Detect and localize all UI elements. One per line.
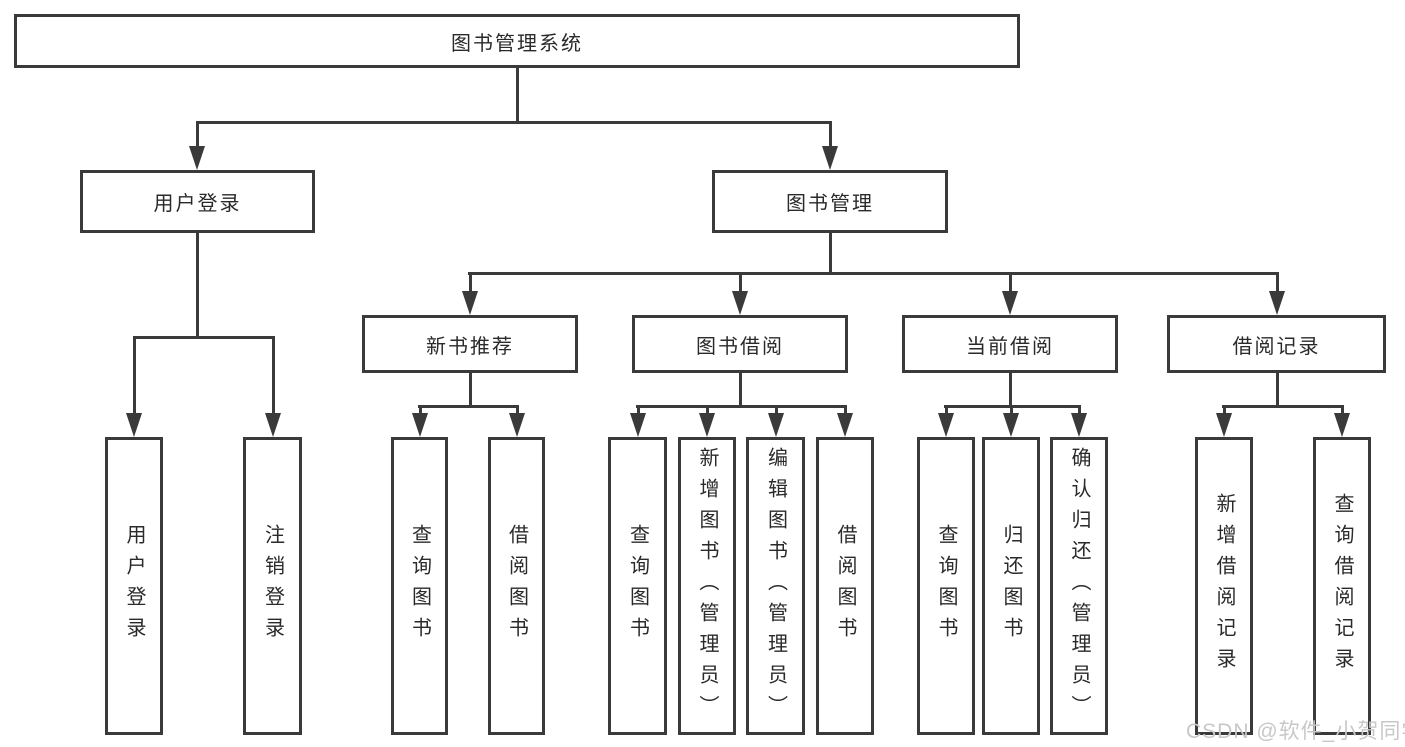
arrow-down-icon bbox=[768, 413, 784, 437]
leaf-query-borrow-record-label: 查询借阅记录 bbox=[1331, 493, 1353, 679]
node-book-borrow-label: 图书借阅 bbox=[696, 335, 784, 358]
connector-drop-leaf bbox=[843, 405, 847, 415]
node-book-borrow: 图书借阅 bbox=[632, 315, 848, 373]
leaf-return-books-label: 归还图书 bbox=[1000, 524, 1022, 648]
leaf-logout: 注销登录 bbox=[243, 437, 302, 735]
node-new-books-label: 新书推荐 bbox=[426, 335, 514, 358]
node-user-login: 用户登录 bbox=[80, 170, 315, 233]
arrow-down-icon bbox=[412, 413, 428, 437]
leaf-return-books: 归还图书 bbox=[982, 437, 1040, 735]
connector-root-stem bbox=[515, 68, 519, 121]
connector-drop-leaf bbox=[636, 405, 640, 415]
arrow-down-icon bbox=[630, 413, 646, 437]
leaf-query-books-1-label: 查询图书 bbox=[408, 524, 431, 648]
leaf-query-books-2: 查询图书 bbox=[608, 437, 667, 735]
arrow-down-icon bbox=[509, 413, 525, 437]
arrow-down-icon bbox=[1003, 413, 1019, 437]
leaf-query-borrow-record: 查询借阅记录 bbox=[1313, 437, 1371, 735]
node-root: 图书管理系统 bbox=[14, 14, 1020, 68]
arrow-down-icon bbox=[822, 146, 838, 170]
connector-current-borrow-stem bbox=[1008, 373, 1012, 405]
connector-root-branch bbox=[196, 121, 832, 124]
connector-drop-leaf bbox=[774, 405, 778, 415]
connector-book-borrow-branch bbox=[636, 405, 847, 408]
connector-drop-leaf bbox=[1222, 405, 1226, 415]
connector-login-branch bbox=[133, 336, 275, 339]
leaf-add-book-admin-label: 新增图书（管理员） bbox=[696, 446, 718, 726]
leaf-query-books-1: 查询图书 bbox=[391, 437, 448, 735]
connector-drop-leaf bbox=[1077, 405, 1081, 415]
arrow-down-icon bbox=[126, 413, 142, 437]
connector-drop-current-borrow bbox=[1008, 272, 1012, 293]
node-book-mgmt: 图书管理 bbox=[712, 170, 948, 233]
connector-drop-leaf bbox=[418, 405, 422, 415]
arrow-down-icon bbox=[837, 413, 853, 437]
arrow-down-icon bbox=[1071, 413, 1087, 437]
arrow-down-icon bbox=[938, 413, 954, 437]
connector-drop-book-borrow bbox=[738, 272, 742, 293]
leaf-query-books-3: 查询图书 bbox=[917, 437, 975, 735]
leaf-borrow-books-2: 借阅图书 bbox=[816, 437, 874, 735]
node-root-label: 图书管理系统 bbox=[451, 32, 583, 55]
node-user-login-label: 用户登录 bbox=[153, 193, 242, 215]
leaf-confirm-return-admin-label: 确认归还（管理员） bbox=[1068, 446, 1090, 726]
connector-drop-leaf bbox=[705, 405, 709, 415]
arrow-down-icon bbox=[1334, 413, 1350, 437]
node-new-books: 新书推荐 bbox=[362, 315, 578, 373]
leaf-query-books-2-label: 查询图书 bbox=[626, 524, 649, 648]
connector-new-books-branch bbox=[418, 405, 518, 408]
leaf-borrow-books-1-label: 借阅图书 bbox=[505, 524, 528, 648]
leaf-edit-book-admin-label: 编辑图书（管理员） bbox=[764, 446, 787, 726]
leaf-query-books-3-label: 查询图书 bbox=[935, 524, 957, 648]
connector-drop-leaf bbox=[1340, 405, 1344, 415]
leaf-user-login: 用户登录 bbox=[105, 437, 163, 735]
connector-book-borrow-stem bbox=[738, 373, 742, 405]
leaf-add-book-admin: 新增图书（管理员） bbox=[678, 437, 736, 735]
arrow-down-icon bbox=[1269, 291, 1285, 315]
connector-mgmt-stem bbox=[828, 233, 832, 272]
connector-mgmt-branch bbox=[468, 272, 1279, 275]
arrow-down-icon bbox=[699, 413, 715, 437]
leaf-borrow-books-2-label: 借阅图书 bbox=[834, 524, 856, 648]
arrow-down-icon bbox=[1002, 291, 1018, 315]
arrow-down-icon bbox=[1216, 413, 1232, 437]
leaf-edit-book-admin: 编辑图书（管理员） bbox=[746, 437, 805, 735]
connector-drop-leaf bbox=[132, 336, 136, 413]
arrow-down-icon bbox=[265, 413, 281, 437]
leaf-logout-label: 注销登录 bbox=[261, 524, 284, 648]
connector-drop-new-books bbox=[468, 272, 472, 293]
arrow-down-icon bbox=[189, 146, 205, 170]
node-current-borrow-label: 当前借阅 bbox=[966, 335, 1054, 358]
arrow-down-icon bbox=[462, 291, 478, 315]
connector-current-borrow-branch bbox=[944, 405, 1081, 408]
connector-drop-borrow-records bbox=[1275, 272, 1279, 293]
connector-drop-leaf bbox=[515, 405, 519, 415]
connector-drop-leaf bbox=[271, 336, 275, 413]
node-borrow-records-label: 借阅记录 bbox=[1232, 335, 1321, 358]
watermark: CSDN @软件_小贺同学 bbox=[1186, 720, 1405, 743]
connector-borrow-records-stem bbox=[1275, 373, 1279, 405]
leaf-add-borrow-record: 新增借阅记录 bbox=[1195, 437, 1253, 735]
connector-drop-user-login bbox=[195, 121, 199, 149]
leaf-add-borrow-record-label: 新增借阅记录 bbox=[1213, 493, 1235, 679]
connector-drop-leaf bbox=[1009, 405, 1013, 415]
connector-new-books-stem bbox=[468, 373, 472, 405]
node-book-mgmt-label: 图书管理 bbox=[786, 193, 874, 215]
leaf-confirm-return-admin: 确认归还（管理员） bbox=[1050, 437, 1108, 735]
connector-drop-leaf bbox=[944, 405, 948, 415]
node-borrow-records: 借阅记录 bbox=[1167, 315, 1386, 373]
arrow-down-icon bbox=[732, 291, 748, 315]
node-current-borrow: 当前借阅 bbox=[902, 315, 1118, 373]
connector-drop-book-mgmt bbox=[828, 121, 832, 149]
connector-borrow-records-branch bbox=[1222, 405, 1344, 408]
leaf-user-login-label: 用户登录 bbox=[123, 524, 145, 648]
connector-login-stem bbox=[195, 233, 199, 336]
leaf-borrow-books-1: 借阅图书 bbox=[488, 437, 545, 735]
